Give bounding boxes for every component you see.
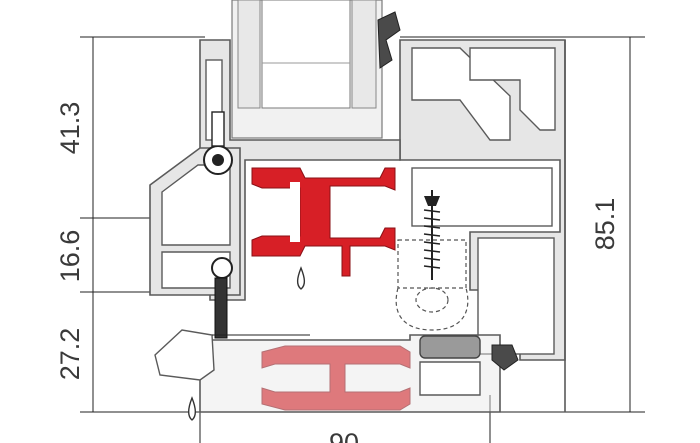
dimension-label-27-2: 27.2 <box>55 328 85 381</box>
dimension-label-85-1: 85.1 <box>590 198 620 251</box>
thermal-break-upper <box>251 167 396 277</box>
right-dimension-lines <box>400 36 645 413</box>
sill-profile <box>199 334 519 413</box>
lower-hardware <box>154 329 310 381</box>
left-dimension-lines <box>80 36 205 413</box>
thermal-break-lower <box>261 345 411 411</box>
frame-fixing-screw <box>395 190 469 331</box>
glazing-bead <box>149 147 241 296</box>
hardware-fixings <box>203 111 233 339</box>
dimension-label-16-6: 16.6 <box>55 230 85 283</box>
dimension-label-41-3: 41.3 <box>55 102 85 155</box>
drainage-drops <box>187 266 306 421</box>
glazing-unit <box>231 0 383 139</box>
dimension-label-bottom: 90 <box>329 428 359 443</box>
